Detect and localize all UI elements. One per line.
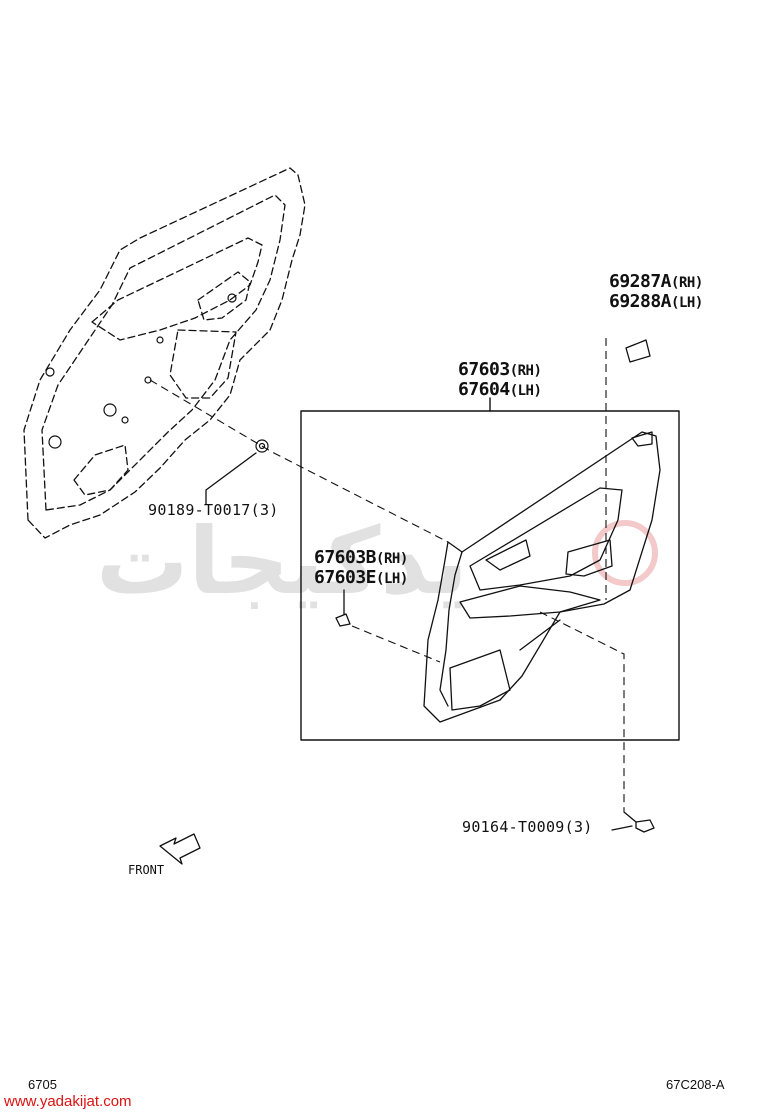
trim-sub-part-number-lh: 67603E(LH) bbox=[314, 569, 408, 587]
watermark-text: یدکیجات bbox=[96, 508, 469, 615]
website-link[interactable]: www.yadakijat.com bbox=[4, 1093, 132, 1110]
trim-sub-side-rh: (RH) bbox=[376, 551, 408, 567]
trim-sub-number-lh: 67603E bbox=[314, 567, 377, 588]
switch-base-number-rh: 69287A bbox=[609, 271, 672, 292]
dash-line-clip bbox=[351, 625, 441, 663]
clip-part-number: 90189-T0017(3) bbox=[148, 501, 279, 519]
watermark-logo bbox=[592, 520, 658, 586]
screw-part-number: 90164-T0009(3) bbox=[462, 818, 593, 836]
trim-sub-part-number-rh: 67603B(RH) bbox=[314, 549, 408, 567]
front-label: FRONT bbox=[128, 863, 165, 877]
screw-part bbox=[623, 811, 655, 833]
page-code: 6705 bbox=[28, 1077, 57, 1092]
trim-sub-number-rh: 67603B bbox=[314, 547, 377, 568]
switch-base-side-lh: (LH) bbox=[671, 295, 703, 311]
door-trim-part-number-lh: 67604(LH) bbox=[458, 379, 542, 400]
switch-base-part-number-lh: 69288A(LH) bbox=[609, 293, 703, 311]
leader-clip bbox=[205, 452, 257, 505]
trim-sub-side-lh: (LH) bbox=[376, 571, 408, 587]
dash-line-door-trim bbox=[149, 379, 449, 543]
switch-base-part-number-rh: 69287A(RH) bbox=[609, 273, 703, 291]
clip-part bbox=[255, 439, 269, 453]
switch-base-part bbox=[625, 339, 651, 363]
dash-line-screw bbox=[539, 611, 625, 812]
trim-clip-part bbox=[335, 613, 351, 627]
door-trim-side-lh: (LH) bbox=[509, 383, 542, 399]
switch-base-number-lh: 69288A bbox=[609, 291, 672, 312]
front-arrow-icon bbox=[159, 833, 201, 865]
switch-base-side-rh: (RH) bbox=[671, 275, 703, 291]
door-trim-number-lh: 67604 bbox=[458, 379, 510, 400]
door-trim-side-rh: (RH) bbox=[509, 363, 542, 379]
door-trim-part-number-rh: 67603(RH) bbox=[458, 359, 542, 380]
door-inner-panel bbox=[23, 167, 306, 539]
diagram-code: 67C208-A bbox=[666, 1077, 725, 1092]
door-trim-panel bbox=[423, 431, 661, 723]
door-trim-number-rh: 67603 bbox=[458, 359, 510, 380]
